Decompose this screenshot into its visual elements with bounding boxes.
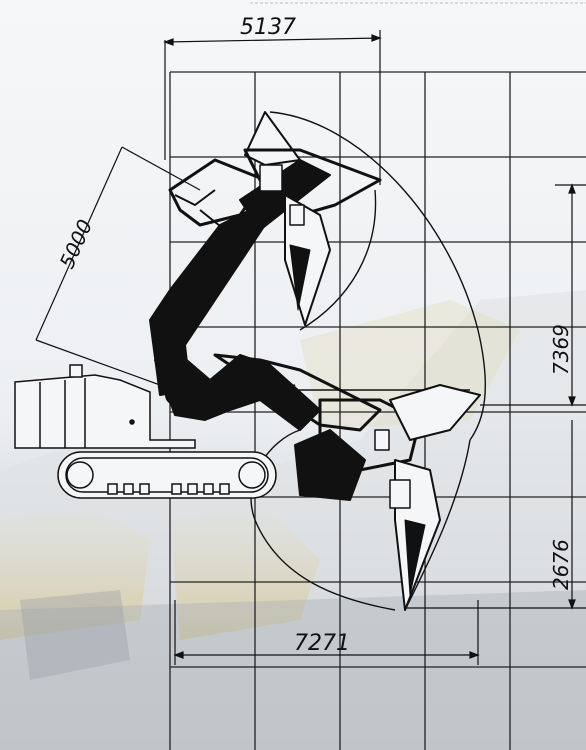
label-dig-height: 7369: [549, 324, 573, 375]
dimension-top-width: [163, 30, 382, 185]
grid: [169, 71, 586, 750]
boom-arm-upper-position: [149, 111, 382, 396]
label-top-width: 5137: [240, 15, 296, 40]
boom-arm-lower-position: [154, 349, 481, 611]
label-dig-depth: 2676: [549, 539, 573, 590]
excavator-tracks: [57, 451, 277, 499]
boom-pivot: [165, 385, 185, 405]
dimension-right-vertical: [405, 183, 586, 610]
excavator-upper-body: [14, 364, 196, 449]
dimension-reach: [173, 600, 480, 665]
label-reach: 7271: [294, 631, 350, 656]
dimension-boom-length: [35, 146, 201, 386]
